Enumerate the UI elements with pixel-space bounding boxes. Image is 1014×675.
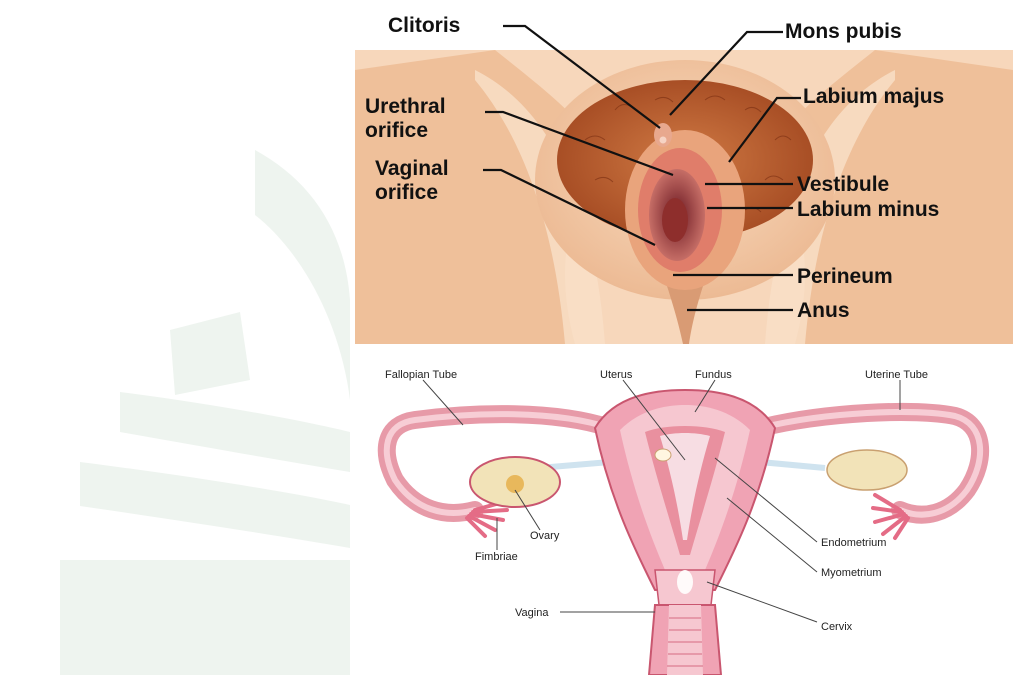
label-uterine-tube: Uterine Tube <box>865 369 928 381</box>
label-anus: Anus <box>797 299 850 322</box>
label-uterus: Uterus <box>600 369 633 381</box>
label-labium-majus: Labium majus <box>803 85 944 108</box>
label-cervix: Cervix <box>821 621 853 633</box>
label-mons-pubis: Mons pubis <box>785 20 902 43</box>
label-myometrium: Myometrium <box>821 567 882 579</box>
uterus-illustration <box>387 390 980 675</box>
external-anatomy-diagram: Clitoris Mons pubis Urethral orifice Lab… <box>355 10 1013 344</box>
internal-anatomy-diagram: Fallopian Tube Uterus Fundus Uterine Tub… <box>355 350 1013 675</box>
label-vagina: Vagina <box>515 607 549 619</box>
label-perineum: Perineum <box>797 265 893 288</box>
label-labium-minus: Labium minus <box>797 198 939 221</box>
label-fimbriae: Fimbriae <box>475 551 518 563</box>
label-clitoris: Clitoris <box>388 14 460 37</box>
label-ovary: Ovary <box>530 530 560 542</box>
label-fallopian-tube: Fallopian Tube <box>385 369 457 381</box>
label-endometrium: Endometrium <box>821 537 886 549</box>
label-vestibule: Vestibule <box>797 173 889 196</box>
right-ovary <box>827 450 907 490</box>
label-fundus: Fundus <box>695 369 732 381</box>
